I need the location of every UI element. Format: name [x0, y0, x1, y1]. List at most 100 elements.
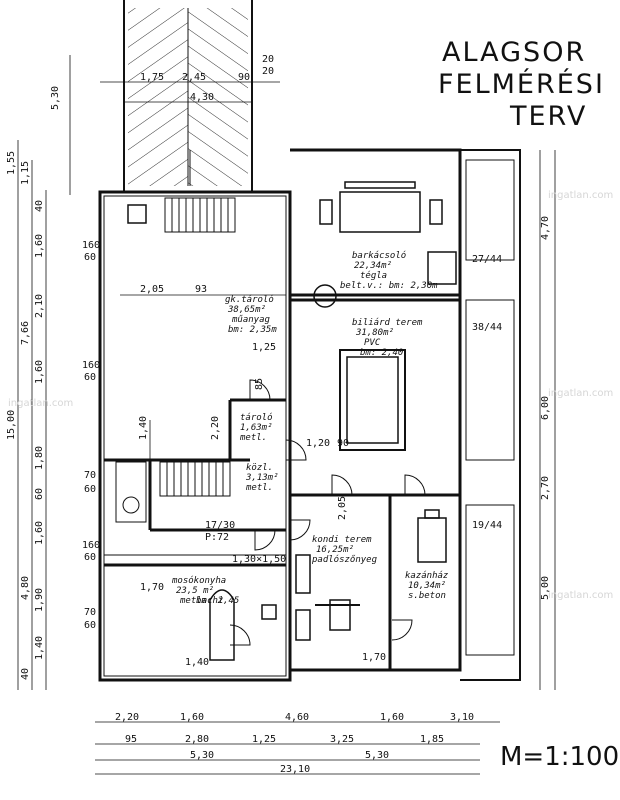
dim-bot1: 2,20	[115, 712, 139, 723]
dim-in15: 85	[254, 378, 265, 390]
dim-in16: 27/44	[472, 254, 502, 265]
svg-text:1,63m²: 1,63m²	[240, 423, 273, 433]
dim-top3: 90	[238, 72, 250, 83]
room-gktarolo-label: gk.tároló 38,65m² műanyag bm: 2,35m	[225, 294, 277, 335]
dim-left1: 1,55	[6, 151, 17, 175]
watermark-right-mid: ingatlan.com	[548, 388, 614, 399]
door-swings	[229, 379, 426, 646]
dim-win-2: 160	[82, 360, 100, 371]
dim-win60-4: 60	[84, 552, 96, 563]
dim-left15: 1,40	[34, 636, 45, 660]
dim-bot5: 3,10	[450, 712, 474, 723]
title-line-1: ALAGSOR	[442, 37, 587, 68]
svg-text:tároló: tároló	[240, 412, 273, 423]
room-billiard-label: biliárd terem 31,80m² PVC bm: 2,40	[352, 318, 423, 358]
interior-walls	[104, 192, 460, 680]
dim-left12: 1,60	[34, 521, 45, 545]
dim-win70-2: 70	[84, 607, 96, 618]
dim-left14: 1,90	[34, 588, 45, 612]
svg-text:s.beton: s.beton	[408, 591, 446, 601]
dim-bot13: 23,10	[280, 764, 310, 775]
watermark-right-top: ingatlan.com	[548, 190, 614, 201]
dim-bot12: 5,30	[365, 750, 389, 761]
dim-right2: 6,00	[540, 396, 551, 420]
dim-in5: 1,20	[306, 438, 330, 449]
dim-win-1: 160	[82, 240, 100, 251]
svg-text:padlószőnyeg: padlószőnyeg	[311, 554, 378, 565]
driveway-ramp	[123, 0, 253, 192]
svg-text:kondi terem: kondi terem	[312, 535, 372, 545]
dim-in2: 93	[195, 284, 207, 295]
dim-left3: 40	[34, 200, 45, 212]
svg-text:bm: 2,45: bm: 2,45	[196, 596, 239, 606]
room-moso-label: mosókonyha 23,5 m² metlachi bm: 2,45	[171, 575, 239, 606]
svg-text:kazánház: kazánház	[405, 571, 448, 581]
dim-in1: 2,05	[140, 284, 164, 295]
dim-in11: 1,70	[140, 582, 164, 593]
dim-in10: 1,30×1,50	[232, 554, 286, 565]
dim-top5: 20	[262, 54, 274, 65]
dim-top6: 20	[262, 66, 274, 77]
title-line-2: FELMÉRÉSI	[438, 69, 605, 100]
right-wall-details	[465, 159, 515, 656]
dim-bot11: 5,30	[190, 750, 214, 761]
dim-top4: 4,30	[190, 92, 214, 103]
watermark-right-bottom: ingatlan.com	[548, 590, 614, 601]
dim-left8: 15,00	[6, 410, 17, 440]
svg-text:közl.: közl.	[246, 463, 273, 473]
dim-bot7: 2,80	[185, 734, 209, 745]
svg-text:metl.: metl.	[239, 433, 267, 443]
svg-text:bm: 2,35m: bm: 2,35m	[228, 325, 277, 335]
svg-text:belt.v.: bm: 2,30m: belt.v.: bm: 2,30m	[340, 281, 438, 291]
dim-bot6: 95	[125, 734, 137, 745]
dim-left7: 1,60	[34, 360, 45, 384]
svg-text:10,34m²: 10,34m²	[408, 581, 446, 591]
dim-right4: 5,00	[540, 576, 551, 600]
dim-in6: 90	[337, 438, 349, 449]
dim-in17: 38/44	[472, 322, 502, 333]
room-tarolo-label: tároló 1,63m² metl.	[239, 412, 273, 443]
svg-text:biliárd terem: biliárd terem	[352, 318, 423, 328]
dim-bot8: 1,25	[252, 734, 276, 745]
dim-left6: 7,66	[20, 321, 31, 345]
dim-bot9: 3,25	[330, 734, 354, 745]
svg-text:metl.: metl.	[245, 483, 273, 493]
dim-left16: 40	[20, 668, 31, 680]
svg-text:gk.tároló: gk.tároló	[225, 294, 274, 305]
dim-in7: 2,20	[210, 416, 221, 440]
dim-in14: 2,05	[337, 496, 348, 520]
room-barkacs-label: barkácsoló 22,34m² tégla belt.v.: bm: 2,…	[340, 250, 438, 291]
scale-label: M=1:100	[500, 742, 620, 772]
svg-text:tégla: tégla	[360, 270, 387, 281]
dim-win-3: 160	[82, 540, 100, 551]
dim-win60-2: 60	[84, 372, 96, 383]
dim-left11: 60	[34, 488, 45, 500]
room-kozl-label: közl. 3,13m² metl.	[245, 463, 279, 493]
svg-text:3,13m²: 3,13m²	[245, 473, 279, 483]
dim-top7: 5,30	[50, 86, 61, 110]
dim-left2: 1,15	[20, 161, 31, 185]
dim-in4: 1,40	[138, 416, 149, 440]
watermark-left: ingatlan.com	[8, 398, 74, 409]
room-kondi-label: kondi terem 16,25m² padlószőnyeg	[311, 535, 378, 565]
svg-text:22,34m²: 22,34m²	[354, 261, 392, 271]
dim-bot3: 4,60	[285, 712, 309, 723]
dim-win60-3: 60	[84, 484, 96, 495]
dim-left5: 2,10	[34, 294, 45, 318]
dim-in13: 1,70	[362, 652, 386, 663]
svg-text:barkácsoló: barkácsoló	[352, 250, 406, 261]
dim-in3: 1,25	[252, 342, 276, 353]
dim-in8: 17/30	[205, 520, 235, 531]
furniture	[127, 181, 457, 661]
dim-win60-1: 60	[84, 252, 96, 263]
svg-text:23,5 m²: 23,5 m²	[176, 586, 214, 596]
dim-top1: 1,75	[140, 72, 164, 83]
svg-text:38,65m²: 38,65m²	[227, 305, 266, 315]
dim-win70: 70	[84, 470, 96, 481]
svg-text:31,80m²: 31,80m²	[355, 328, 394, 338]
svg-text:mosókonyha: mosókonyha	[171, 575, 226, 586]
dim-right3: 2,70	[540, 476, 551, 500]
svg-text:PVC: PVC	[364, 338, 381, 348]
dim-bot4: 1,60	[380, 712, 404, 723]
